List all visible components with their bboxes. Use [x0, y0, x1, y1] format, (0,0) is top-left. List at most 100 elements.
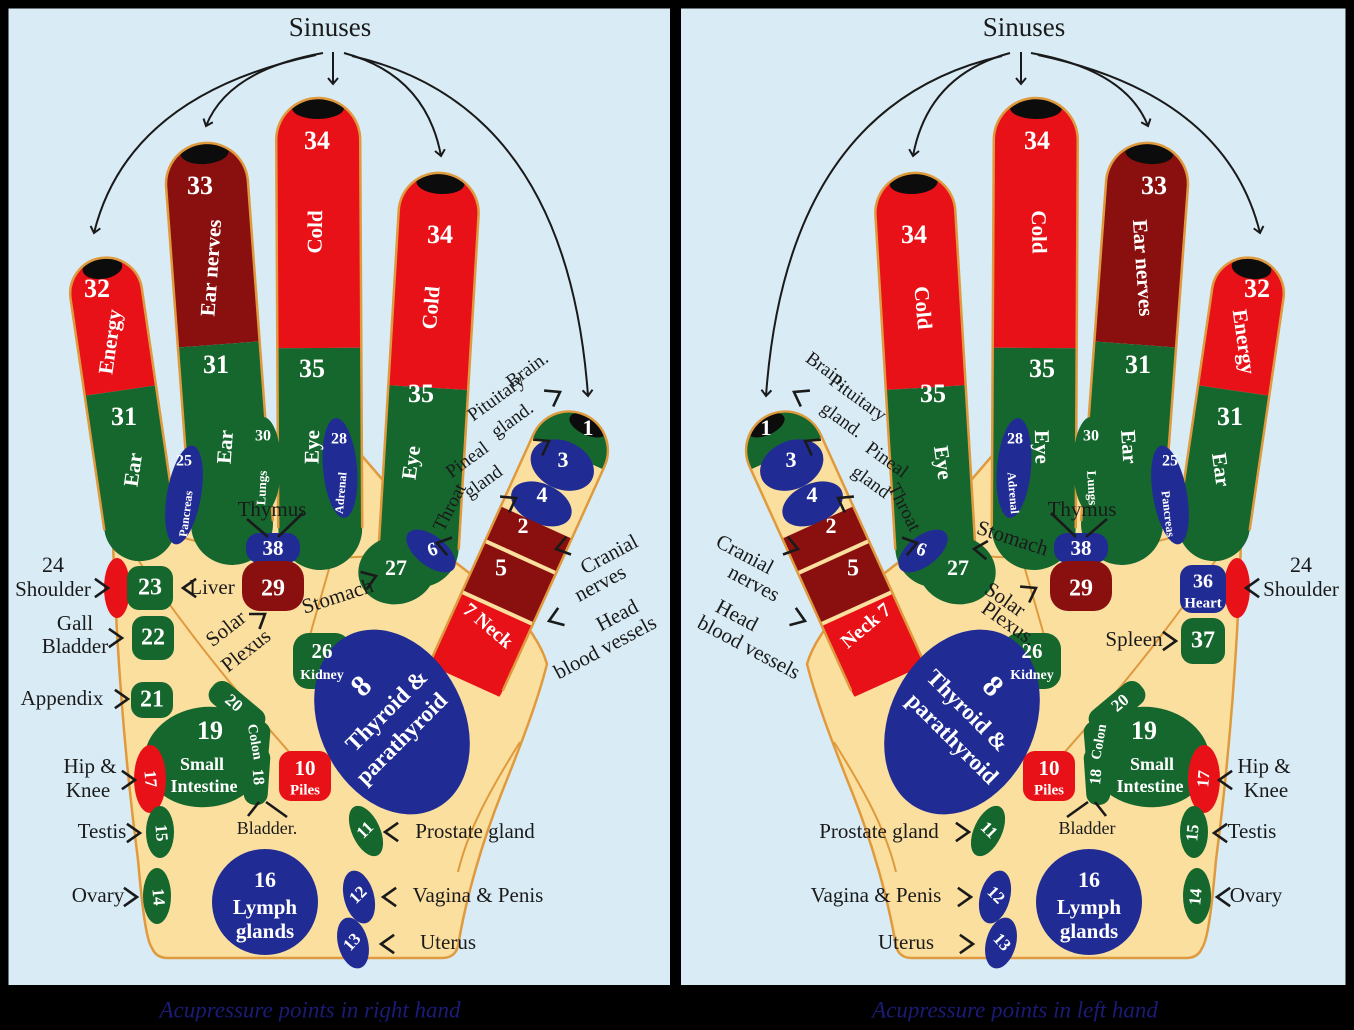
- fingernail: [416, 171, 465, 195]
- palm-lymph-line2: glands: [1060, 919, 1118, 943]
- zone-15-testis-shape: [1180, 806, 1208, 858]
- zone-19-small-intestine-shape: [144, 706, 268, 808]
- labels-hip_knee-0: Hip &: [63, 754, 116, 778]
- shoulder-pointer: [1243, 577, 1260, 599]
- labels-hip_knee-0: Hip &: [1237, 754, 1290, 778]
- zone-10-piles-shape: [279, 751, 331, 801]
- zone-22-gall-shape: [132, 616, 174, 660]
- palm-small_intestine-num: 19: [1131, 716, 1157, 745]
- thumb-n3: 3: [786, 447, 797, 472]
- sinuses-arrow-5: [760, 55, 1003, 398]
- palm-n18: 18: [1087, 768, 1105, 785]
- solar-plexus-pointer: [249, 612, 267, 630]
- palm-piles-num: 10: [295, 756, 316, 780]
- bladder-pointer-a: [246, 801, 261, 817]
- zone-18-shape: [1083, 746, 1111, 806]
- palm-colon-label: Colon: [244, 723, 265, 761]
- fingers-index-tip_label: Cold: [417, 285, 445, 330]
- fingers-ring-base_label: Ear: [1116, 429, 1142, 464]
- labels-shoulder-1: Shoulder: [15, 577, 91, 601]
- zone-30-lungs-shape: [1073, 417, 1109, 513]
- palm-n29: 29: [261, 576, 285, 602]
- fingers-middle-base_num: 35: [299, 354, 325, 383]
- labels-liver: Liver: [189, 575, 234, 599]
- finger: [1173, 252, 1289, 566]
- labels-ovary: Ovary: [72, 883, 125, 907]
- glands-lungs-label: Lungs: [1084, 470, 1101, 505]
- zone-11-prostate-shape: [348, 805, 384, 857]
- palm-lymph-line2: glands: [236, 919, 294, 943]
- glands-adrenal-num: 28: [1007, 431, 1023, 448]
- palm-piles-label: Piles: [1034, 782, 1064, 798]
- glands-adrenal-label: Adrenal: [1004, 471, 1022, 515]
- palm-heart-label: Heart: [1184, 595, 1221, 611]
- head-vessels-pointer: [546, 607, 565, 627]
- fingers-index-tip_label: Cold: [909, 285, 937, 330]
- fingers-middle-tip_label: Cold: [302, 210, 327, 254]
- spleen-pointer: [1162, 630, 1179, 652]
- zone-10-piles-shape: [1023, 751, 1075, 801]
- hand-shapes: [65, 52, 621, 969]
- prostate-pointer: [382, 821, 399, 843]
- zone-38-thymus-shape: [246, 533, 300, 563]
- zone-16-lymph-shape: [1036, 849, 1142, 955]
- zone-29-shape: [242, 561, 304, 611]
- zone-14-ovary-shape: [143, 868, 171, 924]
- brain-pointer: [543, 389, 562, 408]
- fingers-middle-tip_num: 34: [304, 126, 330, 155]
- palm-small_intestine-num: 19: [197, 716, 223, 745]
- thumb: [415, 398, 621, 727]
- labels-prostate: Prostate gland: [415, 819, 535, 843]
- zone-24-shoulder-shape: [1224, 558, 1250, 618]
- zone-38-thymus-shape: [1054, 533, 1108, 563]
- fingers-middle-tip_num: 34: [1024, 126, 1050, 155]
- labels-ovary: Ovary: [1230, 883, 1283, 907]
- thumb-n2: 2: [826, 513, 837, 538]
- hand-shapes: [733, 52, 1289, 969]
- zone-28-adrenal-shape: [996, 418, 1032, 518]
- cranial-pointer: [782, 535, 801, 556]
- fingers-ring-base_num: 31: [203, 350, 229, 379]
- shoulder-pointer: [94, 577, 111, 599]
- solar-plexus-pointer: [1019, 585, 1038, 604]
- cranial-pointer: [553, 535, 572, 556]
- bladder-pointer-a: [1093, 801, 1108, 817]
- zone-37-spleen-shape: [1181, 618, 1225, 664]
- zone-20-colon-shape: [1088, 680, 1146, 734]
- finger: [274, 96, 364, 571]
- thumb-n1: 1: [583, 415, 594, 440]
- uterus-pointer: [378, 933, 395, 955]
- glands-pancreas-num: 25: [176, 453, 192, 470]
- glands-lungs-num: 30: [1083, 428, 1099, 445]
- palm-piles-num: 10: [1039, 756, 1060, 780]
- thumb-n5: 5: [847, 556, 859, 582]
- bladder-pointer-b: [1066, 800, 1089, 819]
- palm-lymph-num: 16: [254, 867, 276, 892]
- thymus-pointer-a: [246, 518, 269, 538]
- fingernail: [82, 256, 123, 280]
- zone-36-heart-shape: [1180, 565, 1226, 613]
- fingers-pinky-tip_num: 32: [1244, 274, 1270, 303]
- glands-pancreas-label: Pancreas: [1158, 490, 1178, 538]
- zone-25-pancreas-shape: [165, 445, 203, 545]
- panel_titles-sinuses: Sinuses: [983, 12, 1066, 42]
- zone-23-liver-shape: [127, 566, 173, 610]
- fingers-ring-base_num: 31: [1125, 350, 1151, 379]
- palm-kidney-label: Kidney: [300, 668, 344, 683]
- labels-thymus: Thymus: [1048, 497, 1117, 521]
- finger: [163, 139, 276, 568]
- zone-24-shoulder-shape: [104, 558, 130, 618]
- zone-8-thyroid-shape: [884, 629, 1040, 815]
- thumb-n5: 5: [495, 556, 507, 582]
- fingers-index-base_label: Eye: [929, 444, 957, 481]
- thumb: [733, 398, 939, 727]
- thymus-pointer-b: [277, 512, 304, 538]
- zone-11-prostate-shape: [970, 805, 1006, 857]
- fingers-index-base_num: 35: [920, 379, 946, 408]
- panel-divider: [670, 0, 681, 985]
- zone-19-small-intestine-shape: [1086, 706, 1210, 808]
- throat-pointer: [434, 536, 453, 557]
- uterus-pointer: [959, 933, 976, 955]
